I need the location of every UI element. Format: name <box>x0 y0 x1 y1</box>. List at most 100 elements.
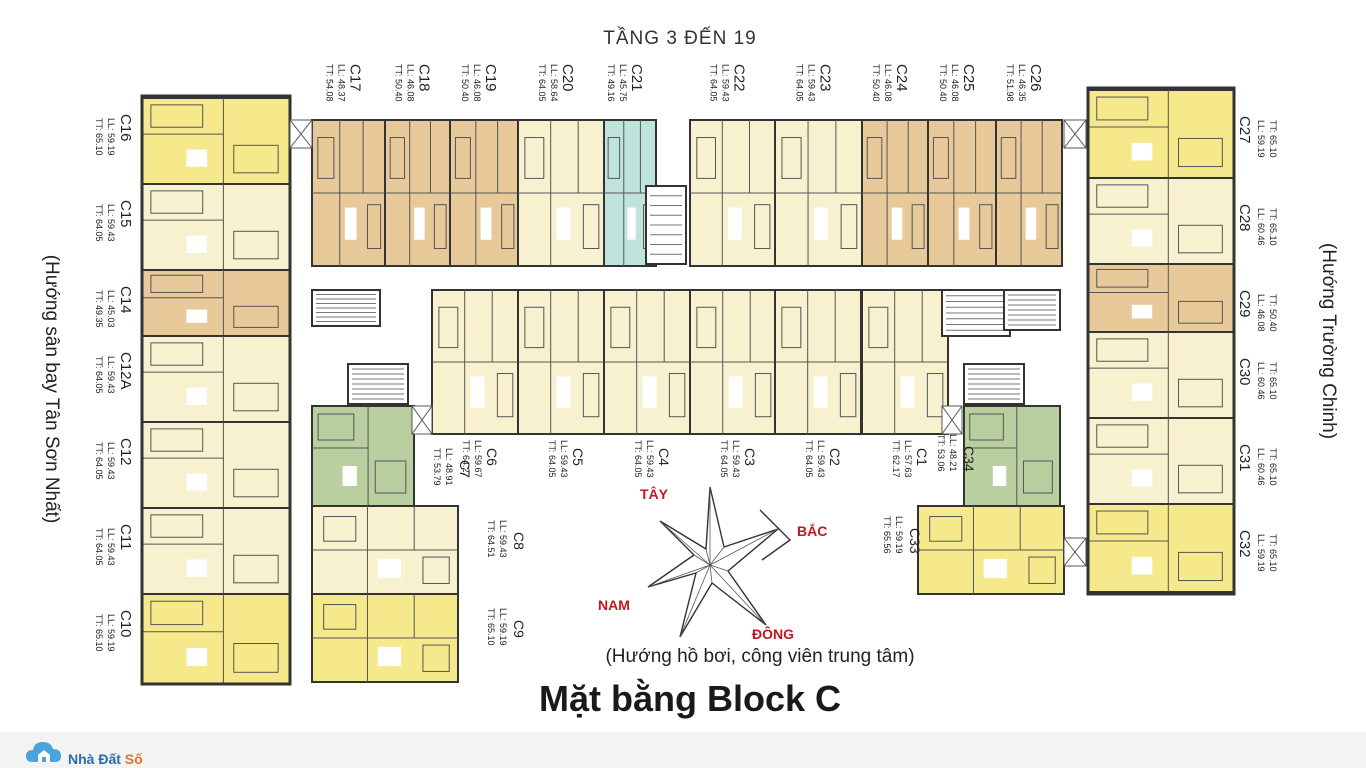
unit-name-c20: C20 <box>559 64 576 92</box>
unit-tt-c32: TT: 65.10 <box>1268 534 1278 572</box>
unit-name-c30: C30 <box>1236 358 1253 386</box>
unit-tt-c6: TT: 64.27 <box>461 440 471 478</box>
compass-west-label: TÂY <box>640 486 668 502</box>
unit-name-c6: C6 <box>484 448 500 466</box>
unit-c5 <box>517 289 605 435</box>
stair-left <box>347 363 409 405</box>
compass-south-label: NAM <box>598 597 630 613</box>
unit-ll-c14: LL: 45.03 <box>106 290 116 328</box>
unit-tt-c26: TT: 51.98 <box>1005 64 1015 102</box>
unit-c4 <box>603 289 691 435</box>
unit-ll-c11: LL: 59.43 <box>106 528 116 566</box>
unit-ll-c24: LL: 46.08 <box>883 64 893 102</box>
unit-tt-c7: TT: 53.79 <box>432 448 442 486</box>
unit-ll-c15: LL: 59.43 <box>106 204 116 242</box>
unit-c29 <box>1087 263 1235 333</box>
unit-c27 <box>1087 89 1235 179</box>
unit-tt-c2: TT: 64.05 <box>804 440 814 478</box>
unit-c34 <box>963 405 1061 507</box>
unit-name-c8: C8 <box>511 532 527 550</box>
unit-name-c14: C14 <box>117 286 134 314</box>
site-logo[interactable]: Nhà Đất Số <box>68 751 143 767</box>
unit-tt-c24: TT: 50.40 <box>871 64 881 102</box>
unit-name-c22: C22 <box>731 64 748 92</box>
unit-name-c7: C7 <box>457 460 473 478</box>
unit-ll-c22: LL: 59.43 <box>721 64 731 102</box>
void-box-2 <box>1063 119 1087 149</box>
unit-tt-c10: TT: 65.10 <box>94 614 104 652</box>
unit-name-c16: C16 <box>117 114 134 142</box>
unit-ll-c9: LL: 59.19 <box>498 608 508 646</box>
void-box-3 <box>411 405 433 435</box>
unit-name-c2: C2 <box>827 448 843 466</box>
unit-ll-c4: LL: 59.43 <box>645 440 655 478</box>
unit-ll-c26: LL: 46.35 <box>1017 64 1027 102</box>
unit-c18 <box>384 119 451 267</box>
unit-c25 <box>927 119 997 267</box>
unit-name-c23: C23 <box>817 64 834 92</box>
unit-name-c26: C26 <box>1027 64 1044 92</box>
unit-ll-c12: LL: 59.43 <box>106 442 116 480</box>
unit-name-c17: C17 <box>347 64 364 92</box>
unit-name-c11: C11 <box>117 524 134 550</box>
unit-tt-c18: TT: 50.40 <box>394 64 404 102</box>
unit-ll-c12a: LL: 59.43 <box>106 356 116 394</box>
unit-c17 <box>311 119 386 267</box>
stair-right <box>963 363 1025 405</box>
unit-ll-c32: LL: 59.19 <box>1256 534 1266 572</box>
unit-tt-c12: TT: 64.05 <box>94 442 104 480</box>
unit-name-c19: C19 <box>482 64 499 92</box>
footer-bar <box>0 732 1366 768</box>
unit-c28 <box>1087 177 1235 265</box>
unit-tt-c20: TT: 64.05 <box>537 64 547 102</box>
unit-ll-c1: LL: 57.63 <box>903 440 913 478</box>
unit-name-c29: C29 <box>1236 290 1253 318</box>
unit-tt-c4: TT: 64.05 <box>633 440 643 478</box>
unit-name-c21: C21 <box>628 64 645 92</box>
unit-ll-c10: LL: 59.19 <box>106 614 116 652</box>
void-box-5 <box>1063 537 1087 567</box>
unit-name-c28: C28 <box>1236 204 1253 232</box>
unit-c24 <box>861 119 929 267</box>
unit-name-c12a: C12A <box>117 352 134 390</box>
unit-c14 <box>141 269 291 337</box>
service-block-right-a <box>941 289 1011 337</box>
unit-c23 <box>774 119 863 267</box>
unit-ll-c18: LL: 46.08 <box>406 64 416 102</box>
unit-ll-c28: LL: 60.46 <box>1256 208 1266 246</box>
unit-name-c31: C31 <box>1236 444 1253 472</box>
unit-ll-c6: LL: 59.67 <box>473 440 483 478</box>
unit-ll-c5: LL: 59.43 <box>559 440 569 478</box>
unit-ll-c8: LL: 59.43 <box>498 520 508 558</box>
unit-tt-c14: TT: 49.35 <box>94 290 104 328</box>
unit-tt-c30: TT: 65.10 <box>1268 362 1278 400</box>
unit-c15 <box>141 183 291 271</box>
unit-name-c5: C5 <box>570 448 586 466</box>
unit-tt-c9: TT: 65.10 <box>486 608 496 646</box>
unit-tt-c22: TT: 64.05 <box>709 64 719 102</box>
unit-c26 <box>995 119 1063 267</box>
unit-name-c34: C34 <box>961 446 977 472</box>
unit-tt-c17: TT: 54.08 <box>325 64 335 102</box>
unit-ll-c29: LL: 46.08 <box>1256 294 1266 332</box>
unit-ll-c21: LL: 45.75 <box>618 64 628 102</box>
unit-ll-c30: LL: 60.46 <box>1256 362 1266 400</box>
unit-ll-c23: LL: 59.43 <box>807 64 817 102</box>
compass-east-label: ĐÔNG <box>752 626 794 642</box>
unit-name-c24: C24 <box>893 64 910 92</box>
elevator-core-top <box>645 185 687 265</box>
unit-name-c15: C15 <box>117 200 134 228</box>
unit-name-c12: C12 <box>117 438 134 466</box>
unit-tt-c23: TT: 64.05 <box>795 64 805 102</box>
unit-name-c4: C4 <box>656 448 672 466</box>
unit-c6 <box>431 289 519 435</box>
unit-tt-c28: TT: 65.10 <box>1268 208 1278 246</box>
unit-name-c9: C9 <box>511 620 527 638</box>
unit-c7 <box>311 405 415 507</box>
unit-ll-c3: LL: 59.43 <box>731 440 741 478</box>
unit-tt-c27: TT: 65.10 <box>1268 120 1278 158</box>
unit-c3 <box>689 289 777 435</box>
logo-part1: Nhà Đất <box>68 751 125 767</box>
unit-name-c18: C18 <box>416 64 433 92</box>
